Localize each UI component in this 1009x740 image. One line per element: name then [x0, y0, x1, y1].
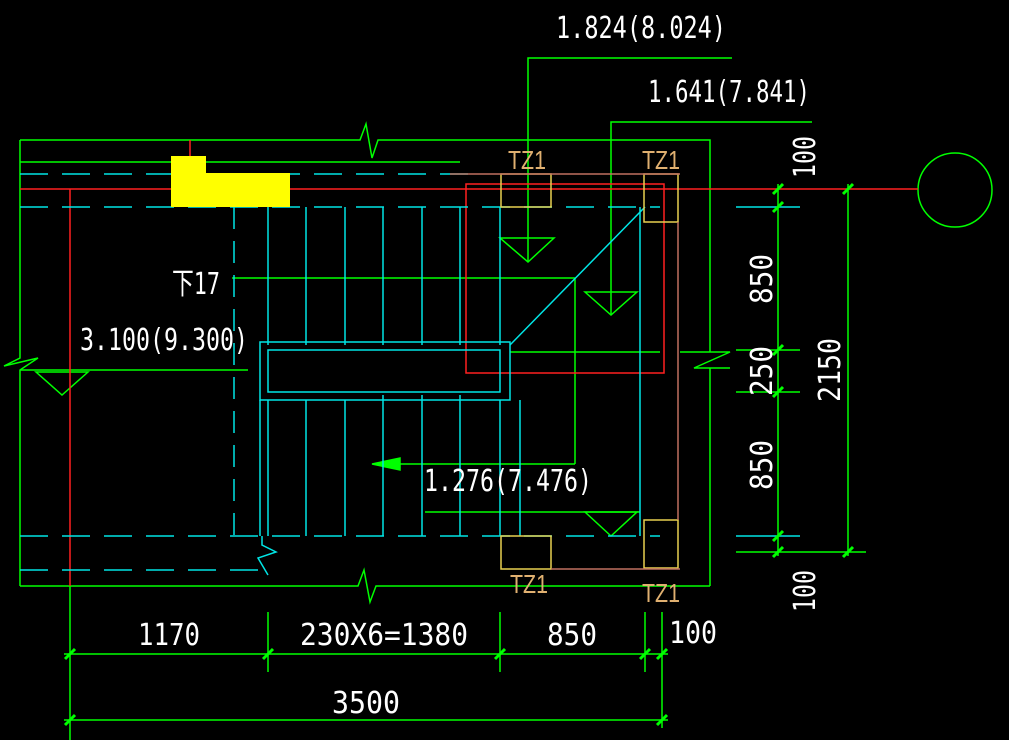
elev-triangle-top — [497, 237, 556, 264]
dim-right-total: 2150 — [813, 338, 848, 402]
top-wall-line — [20, 121, 711, 352]
dim-right-2: 850 — [745, 254, 780, 304]
bottom-break-mark — [256, 536, 278, 576]
elev-triangle-mid — [583, 511, 639, 538]
leader-top-elev — [527, 57, 732, 262]
stair-well-outer — [259, 341, 511, 401]
columns — [450, 173, 680, 570]
bottom-wall-line — [20, 567, 710, 605]
column-label-bottom-left: TZ1 — [510, 569, 548, 599]
yellow-highlight — [171, 156, 290, 207]
landing-diagonal — [509, 206, 646, 346]
leader-upper-elev — [610, 121, 812, 315]
dim-bottom-total: 3500 — [332, 686, 400, 721]
column-bottom-right — [643, 519, 679, 569]
column-top-right — [643, 173, 679, 223]
dimension-lines — [64, 184, 866, 740]
elev-triangle-floor — [34, 371, 90, 397]
dim-right-3: 250 — [745, 346, 780, 396]
stair-well-inner — [267, 349, 501, 393]
highlight-bar — [171, 173, 290, 207]
column-bottom-left — [500, 535, 552, 570]
elevation-top-landing: 1.824(8.024) — [556, 11, 726, 46]
highlight-tab — [171, 156, 206, 176]
column-top-left — [500, 173, 552, 208]
axis-bubble — [917, 152, 993, 228]
upper-flight-treads — [267, 207, 501, 345]
elevation-mid-landing: 1.276(7.476) — [424, 464, 592, 499]
stair-geometry — [20, 173, 800, 576]
dim-bottom-4: 100 — [669, 616, 717, 651]
dim-right-4: 850 — [745, 440, 780, 490]
column-label-top-right: TZ1 — [642, 145, 680, 175]
dimension-ticks — [63, 182, 855, 727]
elev-triangle-upper — [583, 291, 639, 317]
elevation-floor: 3.100(9.300) — [80, 323, 248, 358]
dim-bottom-2: 230X6=1380 — [300, 618, 468, 653]
lower-flight-treads — [267, 395, 501, 536]
elevation-upper-landing: 1.641(7.841) — [648, 75, 810, 110]
building-outline — [3, 57, 993, 605]
axis-lines — [20, 140, 918, 586]
stair-down-label: 下17 — [172, 267, 220, 302]
landing-highlight-box — [465, 183, 665, 374]
dim-right-5: 100 — [788, 570, 823, 612]
dim-bottom-1: 1170 — [138, 618, 200, 653]
column-label-bottom-right: TZ1 — [642, 578, 680, 608]
text-labels: 1.824(8.024) 1.641(7.841) 下17 3.100(9.30… — [80, 11, 848, 721]
right-wall-break — [680, 351, 731, 586]
column-label-top-left: TZ1 — [508, 145, 546, 175]
dim-right-1: 100 — [788, 136, 823, 178]
dim-bottom-3: 850 — [547, 618, 597, 653]
stair-direction-arrow — [371, 457, 401, 471]
left-wall-line — [3, 140, 39, 586]
